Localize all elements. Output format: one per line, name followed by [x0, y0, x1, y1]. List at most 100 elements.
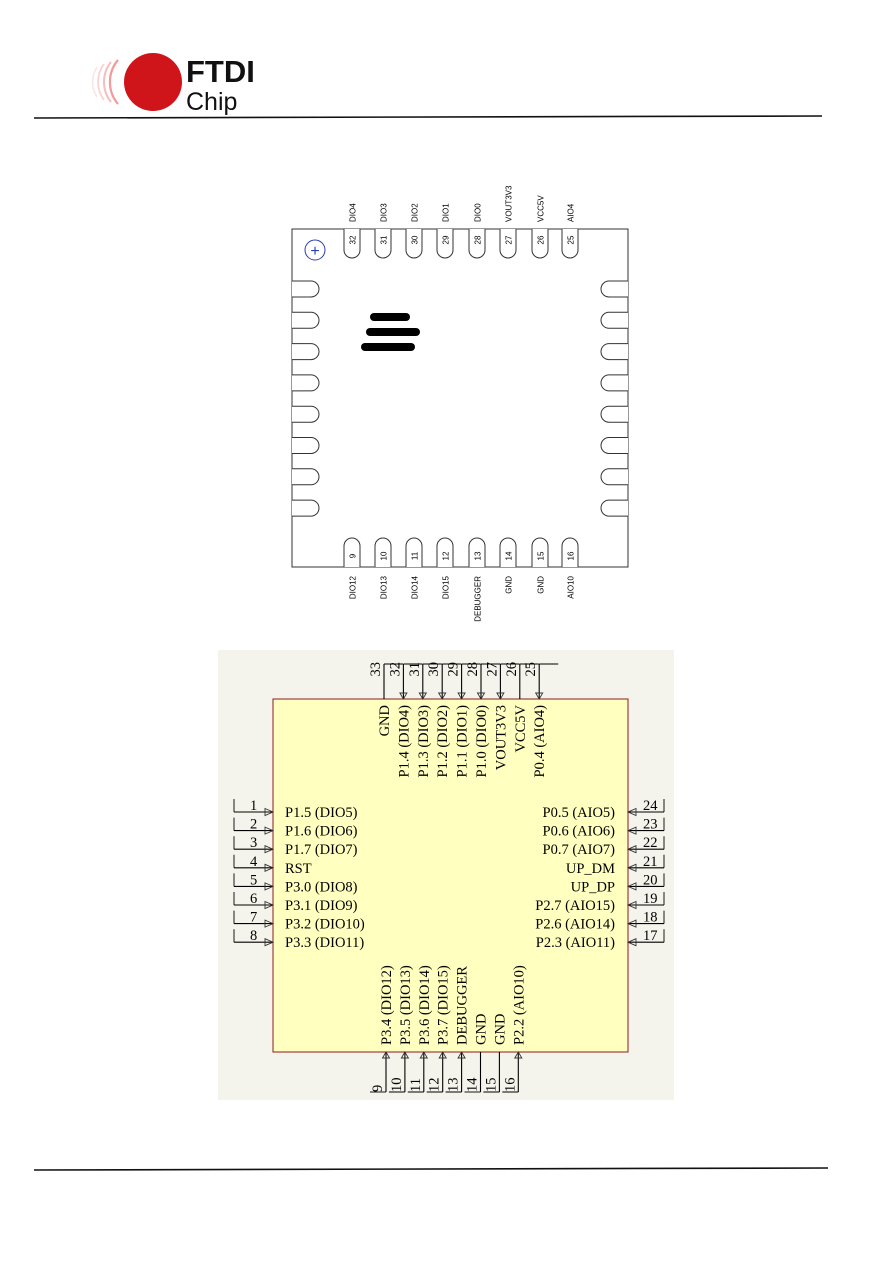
pin-number: 10 — [389, 1078, 405, 1093]
pin-arrow-icon — [400, 1051, 410, 1059]
pin-number: 25 — [567, 235, 576, 244]
ftdi-logo: FTDI Chip — [91, 53, 255, 116]
side-pad-right — [600, 437, 628, 454]
side-pad-left — [292, 468, 320, 486]
pin-label: P3.5 (DIO13) — [398, 965, 414, 1045]
package-bottom-pins: 9DIO1210DIO1311DIO1412DIO1513DEBUGGER14G… — [343, 537, 579, 622]
pin-arrow-icon — [264, 863, 275, 872]
pin-label: P3.0 (DIO8) — [285, 879, 358, 895]
pin-arrow-icon — [457, 1051, 466, 1059]
logo-wordmark-chip: Chip — [186, 88, 237, 116]
package-diagram: + 32DIO431DIO330DIO229DIO128DIO027VOUT3V… — [291, 185, 629, 622]
logo-arc — [97, 63, 105, 101]
pin-arrow-icon — [496, 692, 505, 700]
pin-arrow-icon — [419, 1051, 429, 1059]
pin-label: P3.7 (DIO15) — [436, 965, 452, 1045]
pin-label: UP_DP — [571, 879, 615, 895]
pin-pad — [531, 229, 549, 259]
pin-pad — [561, 229, 579, 259]
pin-label: DIO2 — [411, 203, 420, 222]
pin-number: 1 — [250, 798, 257, 814]
pin-arrow-icon — [626, 919, 637, 928]
side-pad-left — [292, 499, 320, 517]
pin-label: DIO14 — [411, 575, 420, 599]
side-pad-left — [292, 405, 320, 423]
pin-arrow-icon — [264, 826, 275, 835]
pin-label: UP_DM — [566, 861, 615, 877]
pin-label: P1.1 (DIO1) — [455, 705, 471, 778]
pin-number: 24 — [643, 798, 658, 814]
pin-number: 19 — [643, 891, 658, 907]
package-body — [291, 228, 629, 568]
logo-arc — [102, 61, 112, 103]
logo-arc — [91, 66, 98, 98]
side-pad-left — [292, 311, 320, 329]
logo-circle — [124, 53, 182, 111]
header-rule — [33, 115, 823, 119]
pin-label: DIO1 — [442, 203, 451, 222]
pin-arrow-icon — [438, 1051, 447, 1059]
pin-arrow-icon — [476, 692, 486, 700]
pin-number: 4 — [250, 854, 258, 870]
side-pad-right — [600, 343, 628, 361]
schematic-body — [272, 698, 629, 1053]
logo-arc — [122, 55, 139, 109]
pin-arrow-icon — [626, 807, 637, 817]
pin-number: 32 — [349, 235, 358, 244]
pin-number: 27 — [505, 235, 514, 244]
pin-number: 23 — [643, 817, 658, 833]
pin-label: VOUT3V3 — [493, 705, 509, 770]
pin-label: P1.7 (DIO7) — [285, 842, 358, 858]
pin-pad — [468, 229, 486, 259]
pin-number: 18 — [643, 910, 658, 926]
side-pad-right — [600, 405, 628, 423]
pin-label: P2.2 (AIO10) — [511, 965, 527, 1045]
pin-label: DIO15 — [442, 575, 451, 599]
pin-number: 29 — [442, 235, 451, 244]
pin-arrow-icon — [264, 882, 275, 891]
pin-label: GND — [474, 1014, 490, 1045]
pin-number: 31 — [407, 662, 423, 677]
pin-number: 21 — [643, 854, 658, 870]
pin-label: AIO4 — [567, 203, 576, 222]
pin-number: 32 — [387, 662, 403, 677]
pin-label: GND — [537, 576, 546, 594]
pin-number: 33 — [368, 662, 384, 677]
pin-number: 12 — [427, 1078, 443, 1093]
pin-label: VOUT3V3 — [505, 185, 514, 222]
pin-pad — [531, 537, 549, 567]
pin-arrow-icon — [264, 919, 275, 928]
pin-number: 11 — [411, 551, 420, 560]
pin-arrow-icon — [381, 1051, 391, 1059]
logo-arc — [115, 57, 129, 107]
pin1-plus-icon: + — [310, 243, 319, 260]
pin-number: 12 — [442, 551, 451, 560]
pin-number: 15 — [483, 1078, 499, 1093]
pin-number: 27 — [484, 662, 500, 677]
pin-label: P1.0 (DIO0) — [474, 705, 490, 778]
pin-number: 11 — [408, 1078, 424, 1092]
pin-label: P3.4 (DIO12) — [379, 965, 395, 1045]
side-pad-left — [292, 437, 320, 454]
side-pad-right — [600, 280, 628, 298]
pin-arrow-icon — [626, 826, 637, 835]
side-pad-right — [600, 374, 628, 392]
pin-label: DEBUGGER — [474, 576, 483, 622]
side-pad-right — [600, 468, 628, 486]
pin-number: 2 — [250, 817, 257, 833]
pin-pad — [343, 229, 361, 259]
pin-label: DEBUGGER — [455, 966, 471, 1045]
pin-label: RST — [285, 861, 312, 877]
pin-number: 6 — [250, 891, 257, 907]
pin-arrow-icon — [264, 845, 275, 854]
pin-number: 26 — [537, 235, 546, 244]
side-pad-left — [292, 374, 320, 392]
pin-number: 25 — [523, 662, 539, 677]
pin-label: P3.2 (DIO10) — [285, 917, 365, 933]
pin-pad — [343, 537, 361, 567]
pin-label: P3.6 (DIO14) — [417, 965, 433, 1045]
